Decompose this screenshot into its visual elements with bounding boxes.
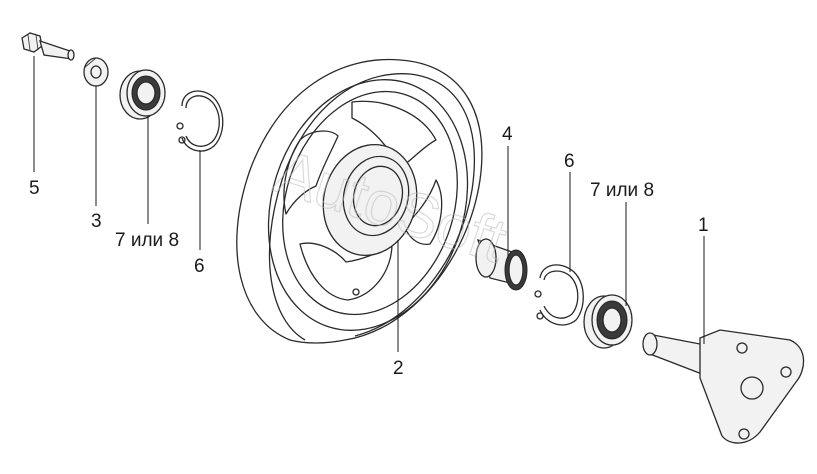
- label-shaft: 1: [698, 215, 709, 236]
- wheel-part: [236, 58, 483, 344]
- label-bearing-left: 7 или 8: [115, 230, 179, 251]
- label-wheel: 2: [393, 358, 404, 379]
- label-bolt: 5: [29, 178, 40, 199]
- sleeve-part: [475, 238, 528, 291]
- label-washer: 3: [91, 211, 102, 232]
- callout-labels: 5 3 7 или 8 6 2 4 6 7 или 8 1: [29, 124, 709, 379]
- shaft-part: [642, 329, 805, 444]
- label-ring-left: 6: [194, 256, 205, 277]
- bearing-right-part: [583, 294, 633, 349]
- washer-part: [83, 57, 109, 87]
- ring-left-part: [176, 90, 224, 152]
- label-sleeve: 4: [502, 124, 513, 145]
- ring-right-part: [534, 264, 584, 326]
- bearing-left-part: [119, 69, 166, 120]
- label-ring-right: 6: [564, 151, 575, 172]
- leader-lines: [33, 56, 705, 352]
- label-bearing-right: 7 или 8: [590, 180, 654, 201]
- bolt-part: [21, 32, 75, 61]
